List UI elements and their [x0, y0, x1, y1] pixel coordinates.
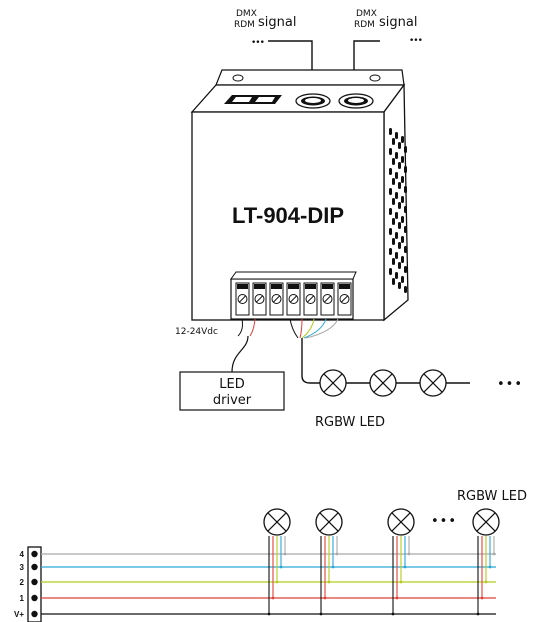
output-wiring: ••• RGBW LED: [289, 318, 523, 430]
mounting-hole: [369, 74, 381, 82]
rj45-ports: [224, 95, 282, 104]
signal-label: signal: [258, 15, 296, 30]
driver-label-line1: LED: [219, 377, 244, 392]
mounting-hole: [232, 74, 244, 82]
led-driver-box: [179, 371, 285, 411]
dmx-input-1-label: DMX RDM signal •••: [234, 9, 296, 48]
terminal-label: 4: [20, 550, 25, 559]
lamp-icon: [472, 508, 500, 536]
model-title: LT-904-DIP: [232, 203, 344, 228]
mounting-ear: [215, 69, 405, 86]
dmx-label: DMX: [356, 9, 377, 19]
terminal-screw: [31, 563, 38, 571]
continuation-dots: •••: [251, 38, 264, 48]
lamp-icon: [315, 508, 343, 536]
rgbw-led-label: RGBW LED: [457, 489, 527, 504]
rgbw-led-label: RGBW LED: [315, 415, 385, 430]
wiring-schematic: RGBW LED ••• 4 3 2 1V+: [14, 489, 527, 622]
terminal-label: 3: [20, 563, 25, 572]
dmx-input-2-label: DMX RDM signal •••: [354, 9, 423, 46]
xlr-socket-2: [338, 93, 374, 109]
xlr-socket-1: [295, 93, 331, 109]
controller-device: LT-904-DIP: [190, 69, 409, 322]
terminal-screw: [31, 578, 38, 586]
terminal-screw: [31, 610, 38, 618]
voltage-label: 12-24Vdc: [175, 327, 218, 337]
lamp-icon: [319, 369, 347, 397]
power-wiring: 12-24Vdc LED driver: [175, 318, 285, 411]
continuation-dots: •••: [409, 36, 422, 46]
terminal-label: 1: [20, 594, 25, 603]
terminal-block: [230, 271, 357, 320]
terminal-label: 2: [20, 578, 25, 587]
lamp-icon: [419, 369, 447, 397]
dmx-label: DMX: [236, 9, 257, 19]
lamp-icon: [387, 508, 415, 536]
side-face: [383, 83, 409, 322]
driver-label-line2: driver: [213, 393, 252, 408]
terminal-screw: [31, 550, 38, 558]
lamp-icon: [263, 508, 291, 536]
rdm-label: RDM: [234, 20, 255, 30]
terminal-screw: [31, 594, 38, 602]
continuation-dots: •••: [497, 377, 523, 392]
signal-label: signal: [379, 15, 417, 30]
lamp-icon: [369, 369, 397, 397]
continuation-dots: •••: [431, 514, 457, 529]
vent-slots: [389, 128, 407, 293]
rdm-label: RDM: [354, 20, 375, 30]
terminal-label: V+: [14, 610, 24, 619]
